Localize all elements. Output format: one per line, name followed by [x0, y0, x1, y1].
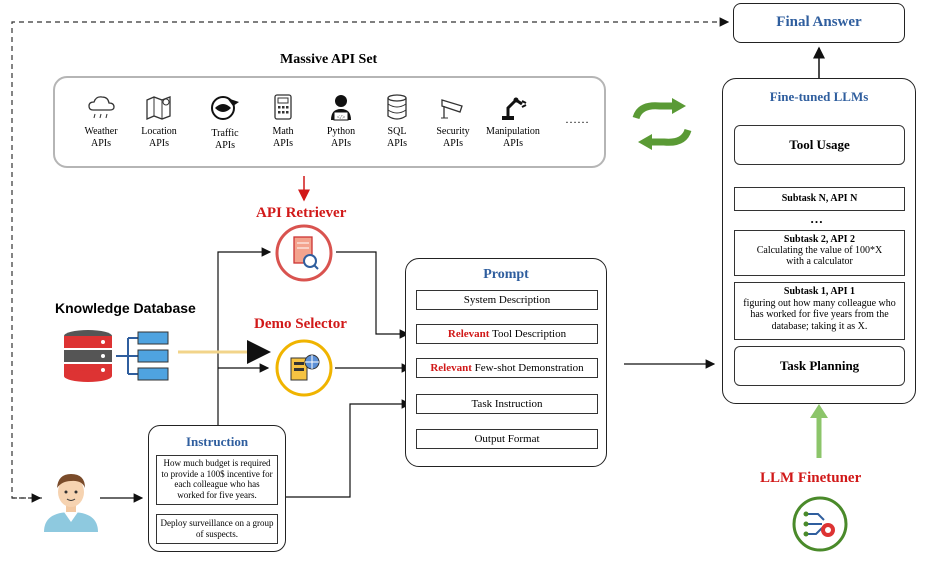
api-weather: Weather APIs	[71, 92, 131, 150]
traffic-icon	[211, 96, 239, 120]
refresh-icon	[632, 98, 692, 150]
calculator-icon	[274, 94, 292, 120]
finetuned-llms-title: Fine-tuned LLMs	[769, 89, 869, 104]
finetuner-gear-icon	[792, 496, 848, 552]
api-math: Math APIs	[253, 92, 313, 150]
api-set-box: Weather APIs Location APIs Traffic APIs …	[53, 76, 606, 168]
prompt-title: Prompt	[483, 267, 529, 282]
relevant-tool-description-field: Relevant Tool Description	[416, 324, 598, 344]
tool-usage-box: Tool Usage	[734, 125, 905, 165]
relevant-fewshot-field: Relevant Few-shot Demonstration	[416, 358, 598, 378]
demo-selector-label: Demo Selector	[254, 316, 347, 332]
subtask-1-box: Subtask 1, API 1 figuring out how many c…	[734, 282, 905, 340]
user-avatar-icon	[40, 468, 102, 532]
final-answer-box: Final Answer	[733, 3, 905, 43]
api-set-title: Massive API Set	[280, 52, 378, 67]
weather-icon	[88, 96, 115, 119]
subtask-dots: …	[810, 211, 823, 226]
api-python: </> Python APIs	[311, 92, 371, 150]
api-retriever-icon	[274, 223, 334, 283]
demo-selector-icon	[274, 338, 334, 398]
python-icon: </>	[331, 95, 351, 121]
subtask-1-title: Subtask 1, API 1	[783, 286, 856, 297]
api-location: Location APIs	[129, 92, 189, 150]
robot-arm-icon	[502, 97, 527, 120]
subtask-2-box: Subtask 2, API 2 Calculating the value o…	[734, 230, 905, 276]
knowledge-database-label: Knowledge Database	[55, 300, 196, 316]
instruction-title: Instruction	[185, 434, 249, 449]
api-set-ellipsis: ……	[565, 112, 589, 126]
dashed-feedback-line	[11, 17, 730, 499]
camera-icon	[441, 99, 463, 119]
subtask-n-box: Subtask N, API N	[734, 187, 905, 211]
output-format-field: Output Format	[416, 429, 598, 449]
map-icon	[146, 96, 171, 120]
system-description-field: System Description	[416, 290, 598, 310]
database-icon	[387, 94, 407, 120]
subtask-2-body: Calculating the value of 100*X with a ca…	[756, 245, 883, 267]
task-instruction-field: Task Instruction	[416, 394, 598, 414]
svg-text:</>: </>	[337, 115, 346, 121]
final-answer-label: Final Answer	[776, 14, 862, 30]
instruction-example-2: Deploy surveillance on a group of suspec…	[156, 514, 278, 544]
api-traffic: Traffic APIs	[195, 92, 255, 152]
llm-finetuner-label: LLM Finetuner	[760, 470, 862, 486]
api-manipulation: Manipulation APIs	[479, 92, 547, 150]
api-retriever-label: API Retriever	[256, 205, 347, 221]
subtask-1-body: figuring out how many colleague who has …	[743, 297, 896, 332]
task-planning-box: Task Planning	[734, 346, 905, 386]
knowledge-database-icon	[58, 326, 178, 386]
api-security: Security APIs	[423, 92, 483, 150]
instruction-example-1: How much budget is required to provide a…	[156, 455, 278, 505]
subtask-2-title: Subtask 2, API 2	[783, 234, 856, 245]
api-sql: SQL APIs	[367, 92, 427, 150]
